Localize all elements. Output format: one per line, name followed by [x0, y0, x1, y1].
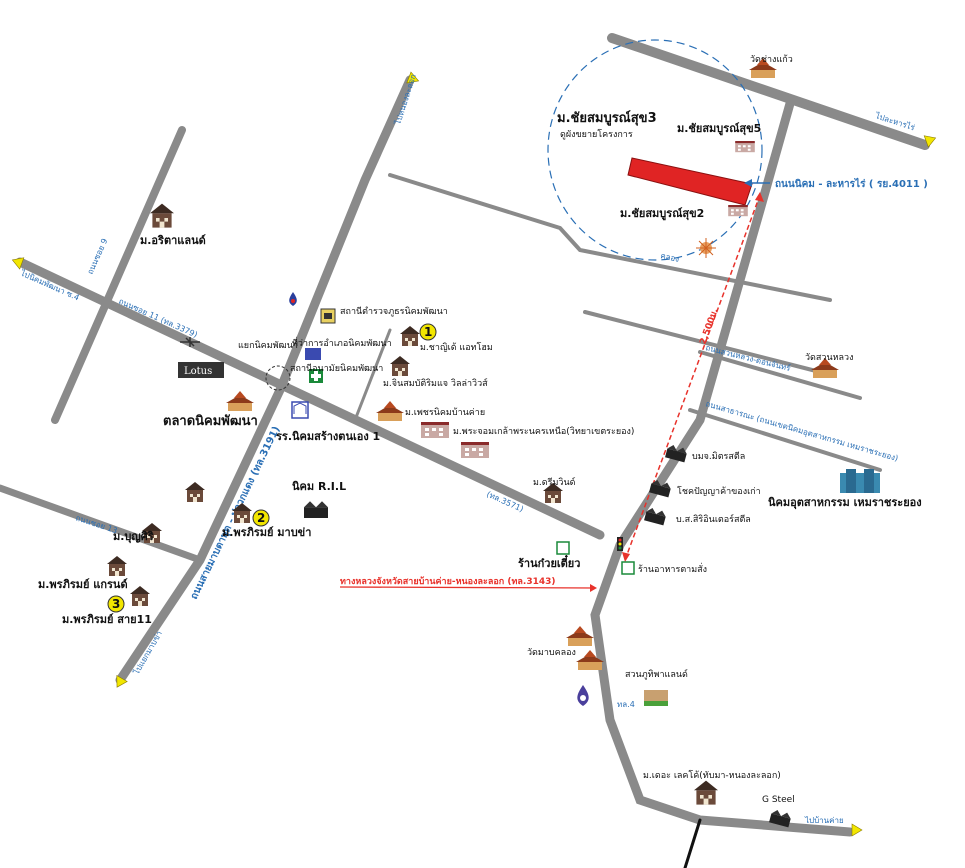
road-label-nikhom-laharn: ถนนนิคม - ละหารไร่ ( รย.4011 ): [775, 177, 928, 190]
distance-line: [624, 194, 761, 561]
prachom-klao-building-icon: [421, 422, 449, 438]
road-network: [0, 33, 930, 868]
compass-icon: [696, 238, 716, 258]
house-phet-nikhom-icon: [376, 401, 404, 421]
road-label-highway-3143: ทางหลวงจังหวัดสายบ้านค่าย-หนองละลอก (ทล.…: [340, 576, 555, 587]
road-hemaraj: [688, 408, 882, 472]
temple-map-klong-icon: [566, 626, 594, 646]
place-koh-kaew: ม.เดอะ เลคโค้(ทับมา-หนองละลอก): [643, 770, 781, 781]
road-suan-luang: [583, 310, 822, 374]
house-chin-sombat-icon: [390, 356, 410, 376]
place-phet-nikhom: ม.เพชรนิคมบ้านค่าย: [405, 407, 485, 418]
svg-text:1: 1: [424, 325, 432, 339]
place-boonsiri: ม.บุญศิริ: [113, 530, 154, 544]
sister2-building-icon: [728, 205, 748, 217]
road-label-bankhai: ไปบ้านค่าย: [804, 816, 844, 825]
place-nikhom-junction: แยกนิคมพัฒนา: [238, 340, 298, 351]
road-soi13: [0, 484, 204, 564]
hemaraj-building-icon: [840, 469, 880, 493]
house-topleft-icon: [185, 482, 205, 502]
house-grand-icon: [107, 556, 127, 576]
road-label-soi13: ถนนซอย 13: [74, 513, 118, 535]
fuel-drop-south-icon: [577, 685, 589, 706]
place-police: สถานีตำรวจภูธรนิคมพัฒนา: [340, 306, 448, 317]
park-icon: [644, 690, 668, 706]
road-nikhom-laharn: [607, 33, 930, 150]
factory-rii-icon: [304, 501, 328, 518]
arrow-bankhai-icon: [851, 823, 863, 837]
project-title: ม.ชัยสมบูรณ์สุข3: [557, 110, 657, 126]
svg-text:2: 2: [257, 511, 265, 525]
place-prachom-klao: ม.พระจอมเกล้าพระนครเหนือ(วิทยาเขตระยอง): [453, 426, 634, 437]
plane-icon: [180, 337, 200, 347]
road-upper-parallel: [388, 173, 832, 302]
road-label-n: ทล.4: [617, 700, 635, 709]
place-mitra-steel: บมจ.มิตรสตีล: [692, 451, 745, 462]
svg-text:Lotus: Lotus: [184, 366, 212, 377]
place-pornpirom-map: ม.พรภิรมย์ มาบข่า: [222, 526, 311, 539]
road-east-suan: [698, 350, 862, 400]
food-shop-icon: [621, 561, 635, 575]
fuel-drop-icon: [289, 292, 297, 306]
place-aritawa: ม.อริตาแลนด์: [140, 234, 206, 247]
marker-2-icon: 2: [252, 509, 270, 527]
project-subtitle: ดูผังขยายโครงการ: [560, 129, 633, 140]
house-chai-home-icon: [400, 326, 420, 346]
place-siri-intersteel: บ.ส.สิริอินเตอร์สตีล: [676, 513, 751, 525]
prachom-klao-building-2-icon: [461, 442, 489, 458]
house-aritawa-icon: [150, 203, 174, 228]
place-nikhom-market: ตลาดนิคมพัฒนา: [163, 414, 258, 429]
place-doreewin: ม.ดรีมวินด์: [533, 476, 576, 488]
hospital-icon: [309, 369, 323, 383]
place-chok-chai: โชคปัญญาค้าของเก่า: [677, 486, 761, 497]
highway-3143-line: [339, 586, 596, 589]
road-south-stub: [683, 818, 702, 868]
place-food-shop: ร้านอาหารตามสั่ง: [638, 562, 707, 575]
place-suan-phuttha: สวนภูทิพาแลนด์: [625, 668, 688, 680]
sister5-building-icon: [735, 141, 755, 153]
marker-3-icon: 3: [107, 595, 125, 613]
place-pornpirom-soi11: ม.พรภิรมย์ สาย11: [62, 613, 152, 626]
road-label-soi9: ถนนซอย 9: [86, 237, 110, 276]
place-hemaraj: นิคมอุตสาหกรรม เหมราชระยอง: [768, 496, 922, 510]
police-icon: [320, 308, 336, 324]
road-to-khlong: [353, 328, 392, 422]
house-koh-kaew-icon: [694, 780, 718, 805]
project-boundary-circle: [547, 39, 763, 261]
place-hospital: สถานีอนามัยนิคมพัฒนา: [290, 363, 383, 374]
distance-label: 2,500ม.: [698, 307, 720, 346]
place-nikhom-rii: นิคม R.I.L: [292, 480, 346, 493]
project-sister-5: ม.ชัยสมบูรณ์สุข5: [677, 122, 761, 136]
place-suan-luang-temple: วัดสวนหลวง: [805, 353, 854, 363]
road-soi9: [51, 126, 186, 424]
place-district-office: ที่ว่าการอำเภอนิคมพัฒนา: [292, 336, 392, 349]
noodle-icon: [556, 541, 570, 555]
place-chin-sombat: ม.จินสมบัติริมแจ วิลล่าวิวส์: [383, 377, 488, 389]
place-pornpirom-grand: ม.พรภิรมย์ แกรนด์: [38, 578, 128, 591]
school-icon: [291, 401, 309, 419]
traffic-light-icon: [617, 537, 623, 551]
project-sister-2: ม.ชัยสมบูรณ์สุข2: [620, 207, 704, 221]
road-label-water: คลอง: [660, 251, 681, 264]
road-soi11: [15, 257, 605, 540]
place-noodle: ร้านก๋วยเตี๋ยว: [518, 554, 580, 570]
svg-text:3: 3: [112, 597, 120, 611]
project-site-block[interactable]: [627, 157, 753, 206]
place-chai-home: ม.ชาญิเด้ แอทโฮม: [420, 342, 493, 353]
place-wat-map-klong: วัดมาบคลอง: [527, 648, 576, 658]
junction-circle: [265, 365, 291, 391]
road-arrows: [744, 179, 770, 187]
district-office-icon: [305, 348, 321, 360]
marker-1-icon: 1: [419, 323, 437, 341]
place-wat-chang-kaeo: วัดช่างแก้ว: [750, 54, 793, 65]
house-soi11-icon: [130, 586, 150, 606]
place-g-steel: G Steel: [762, 795, 795, 805]
lotus-logo-icon: Lotus: [178, 362, 224, 378]
place-school: รร.นิคมสร้างตนเอง 1: [276, 430, 380, 443]
market-icon: [226, 391, 254, 411]
